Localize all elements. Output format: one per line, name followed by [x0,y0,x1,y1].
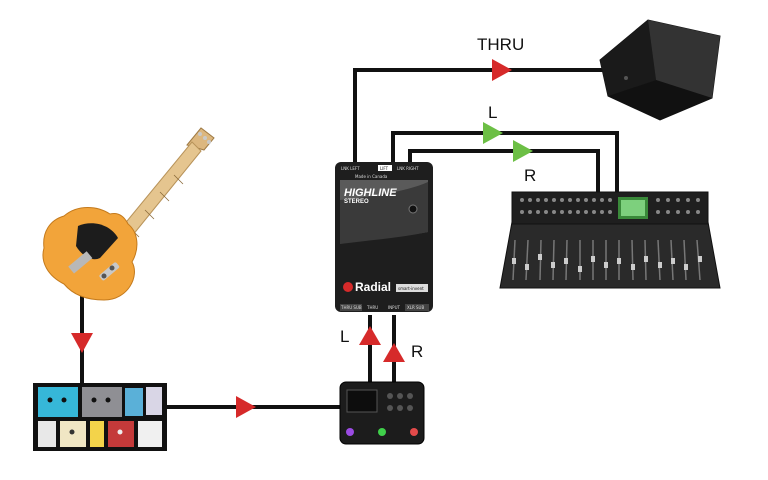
right-send-arrow [513,140,533,162]
di-xlr-sub: XLR SUB [407,305,424,310]
di-out-right: LNK RIGHT [397,166,419,171]
mixer-icon [499,191,721,289]
di-lift: LIFT [380,166,389,171]
di-thru: THRU [366,305,378,310]
thru-arrow [492,59,512,81]
left-send-label: L [488,103,497,122]
multi-effects-icon [339,381,425,445]
left-send-arrow [483,122,503,144]
di-out-left: LNK LEFT [341,166,360,171]
guitar-out-arrow [71,333,93,353]
di-brand: Radial [355,280,391,294]
di-name-line1: HIGHLINE [344,187,397,199]
di-name-line2: STEREO [344,199,369,205]
guitar-icon [42,127,215,301]
di-made-in: Made in Canada [355,174,388,179]
right-send-label: R [524,166,536,185]
pedalboard-out-arrow [236,396,256,418]
right-send-cable [408,149,600,192]
thru-cable [353,68,610,162]
di-thru-sub: THRU SUB [340,305,362,310]
helix-left-label: L [340,327,349,346]
di-box-icon: Made in Canada LNK LEFT LIFT LNK RIGHT H… [335,162,433,312]
helix-right-label: R [411,342,423,361]
speaker-icon [599,19,721,121]
pedalboard-icon [33,383,167,451]
helix-right-arrow [383,343,405,362]
di-badge: smart-invent [398,286,424,291]
left-send-cable [391,131,619,192]
thru-label: THRU [477,35,524,54]
helix-left-arrow [359,326,381,345]
di-input: INPUT [388,305,401,310]
